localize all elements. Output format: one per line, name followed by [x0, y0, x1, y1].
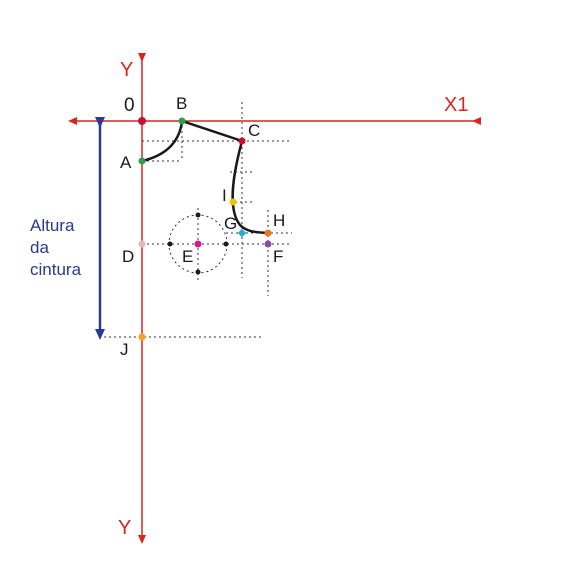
curve-c-h: [231, 139, 270, 235]
point-b: [178, 117, 186, 125]
waist-height-label-line1: Altura: [30, 216, 75, 235]
x-axis-label: X1: [444, 94, 468, 116]
point-c: [238, 137, 246, 145]
label-a: A: [120, 153, 132, 172]
y-axis-bottom-label: Y: [118, 517, 131, 539]
label-j: J: [120, 340, 129, 359]
point-f: [264, 240, 272, 248]
point-g: [237, 228, 247, 238]
construction-dot: [223, 241, 229, 247]
point-e: [194, 240, 202, 248]
label-e: E: [182, 247, 193, 266]
pattern-outline: [140, 119, 270, 235]
point-h: [264, 229, 272, 237]
point-origin: [138, 117, 146, 125]
label-i: I: [222, 186, 227, 205]
label-c: C: [248, 121, 260, 140]
curve-a-b: [140, 119, 184, 163]
label-d: D: [122, 247, 134, 266]
construction-dot: [195, 269, 201, 275]
point-a: [138, 157, 146, 165]
label-b: B: [176, 94, 187, 113]
point-i: [229, 198, 237, 206]
construction-dot: [195, 212, 201, 218]
point-d: [138, 240, 146, 248]
origin-label: 0: [124, 95, 135, 116]
label-g: G: [224, 214, 237, 233]
point-j: [138, 333, 146, 341]
guide-lines: [104, 102, 292, 338]
label-h: H: [273, 211, 285, 230]
label-f: F: [273, 247, 283, 266]
waist-height-label-line2: da: [30, 238, 49, 257]
construction-dots: [167, 212, 229, 275]
line-b-c: [180, 119, 244, 143]
y-axis-top-label: Y: [120, 59, 133, 81]
waist-height-label-line3: cintura: [30, 260, 82, 279]
construction-dot: [167, 241, 173, 247]
